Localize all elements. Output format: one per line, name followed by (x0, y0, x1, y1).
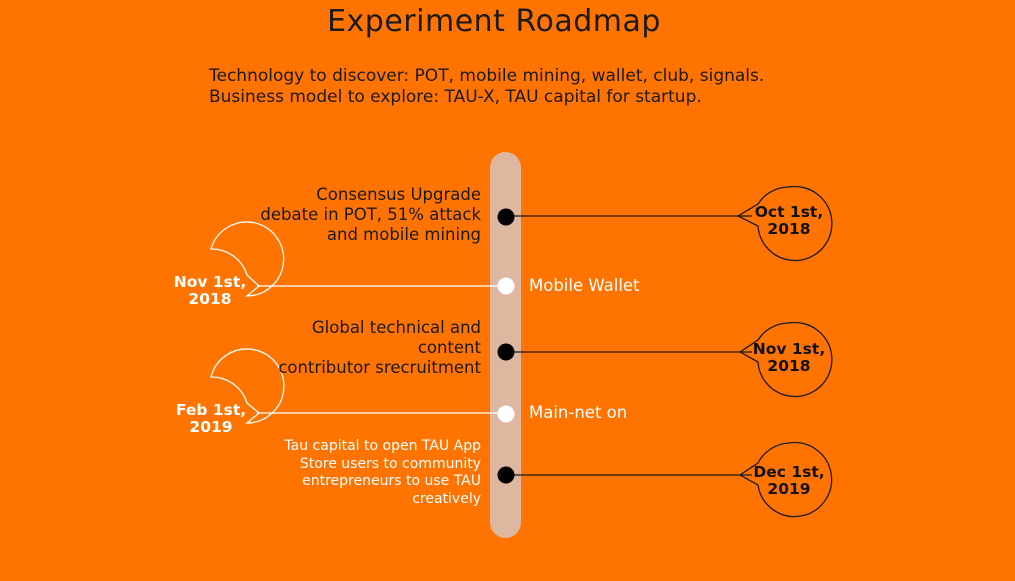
milestone-2-date-line-2: 2018 (188, 290, 232, 308)
date-bubble-3 (738, 321, 833, 398)
milestone-4-date-line-2: 2019 (189, 418, 233, 436)
date-bubble-2 (210, 221, 285, 297)
milestone-3-line-3: contributor srecruitment (278, 358, 481, 377)
milestone-5-line-1: Tau capital to open TAU App (284, 438, 481, 454)
milestone-3-date-line-2: 2018 (767, 357, 811, 375)
milestone-marker-5 (497, 466, 515, 484)
milestone-4-date-line-1: Feb 1st, (175, 401, 247, 419)
milestone-3-description: Global technical and content contributor… (278, 318, 481, 378)
milestone-1-line-2: debate in POT, 51% attack (260, 205, 481, 224)
milestone-2-date: Nov 1st, 2018 (155, 274, 265, 308)
milestone-marker-4 (497, 405, 515, 423)
date-bubble-5 (738, 441, 833, 518)
milestone-5-date: Dec 1st, 2019 (734, 464, 844, 498)
date-bubble-1 (736, 185, 833, 262)
subtitle-line-technology: Technology to discover: POT, mobile mini… (209, 66, 765, 86)
milestone-1-line-3: and mobile mining (326, 225, 481, 244)
milestone-4-date: Feb 1st, 2019 (156, 402, 266, 436)
milestone-1-description: Consensus Upgrade debate in POT, 51% att… (260, 185, 481, 245)
milestone-3-date-line-1: Nov 1st, (752, 340, 826, 358)
milestone-2-description: Mobile Wallet (529, 276, 640, 295)
milestone-5-line-4: creatively (412, 490, 481, 507)
milestone-4-description: Main-net on (529, 403, 628, 422)
milestone-5-description: Tau capital to open TAU App Store users … (284, 438, 481, 508)
milestone-1-line-1: Consensus Upgrade (316, 185, 481, 204)
milestone-1-date-line-1: Oct 1st, (754, 203, 824, 221)
date-bubble-4 (210, 348, 285, 424)
milestone-5-line-3: entrepreneurs to use TAU (302, 473, 481, 489)
milestone-2-date-line-1: Nov 1st, (173, 273, 247, 291)
milestone-marker-1 (497, 208, 515, 226)
milestone-1-date-line-2: 2018 (767, 220, 811, 238)
milestone-marker-2 (497, 277, 515, 295)
subtitle-line-business-model: Business model to explore: TAU-X, TAU ca… (209, 87, 702, 107)
milestone-5-date-line-1: Dec 1st, (753, 463, 825, 481)
milestone-1-date: Oct 1st, 2018 (734, 204, 844, 238)
milestone-3-line-2: content (417, 338, 481, 357)
milestone-marker-3 (497, 343, 515, 361)
page-title: Experiment Roadmap (327, 4, 661, 39)
milestone-5-date-line-2: 2019 (767, 480, 811, 498)
milestone-3-date: Nov 1st, 2018 (734, 341, 844, 375)
milestone-5-line-2: Store users to community (299, 455, 481, 472)
milestone-3-line-1: Global technical and (311, 318, 481, 337)
